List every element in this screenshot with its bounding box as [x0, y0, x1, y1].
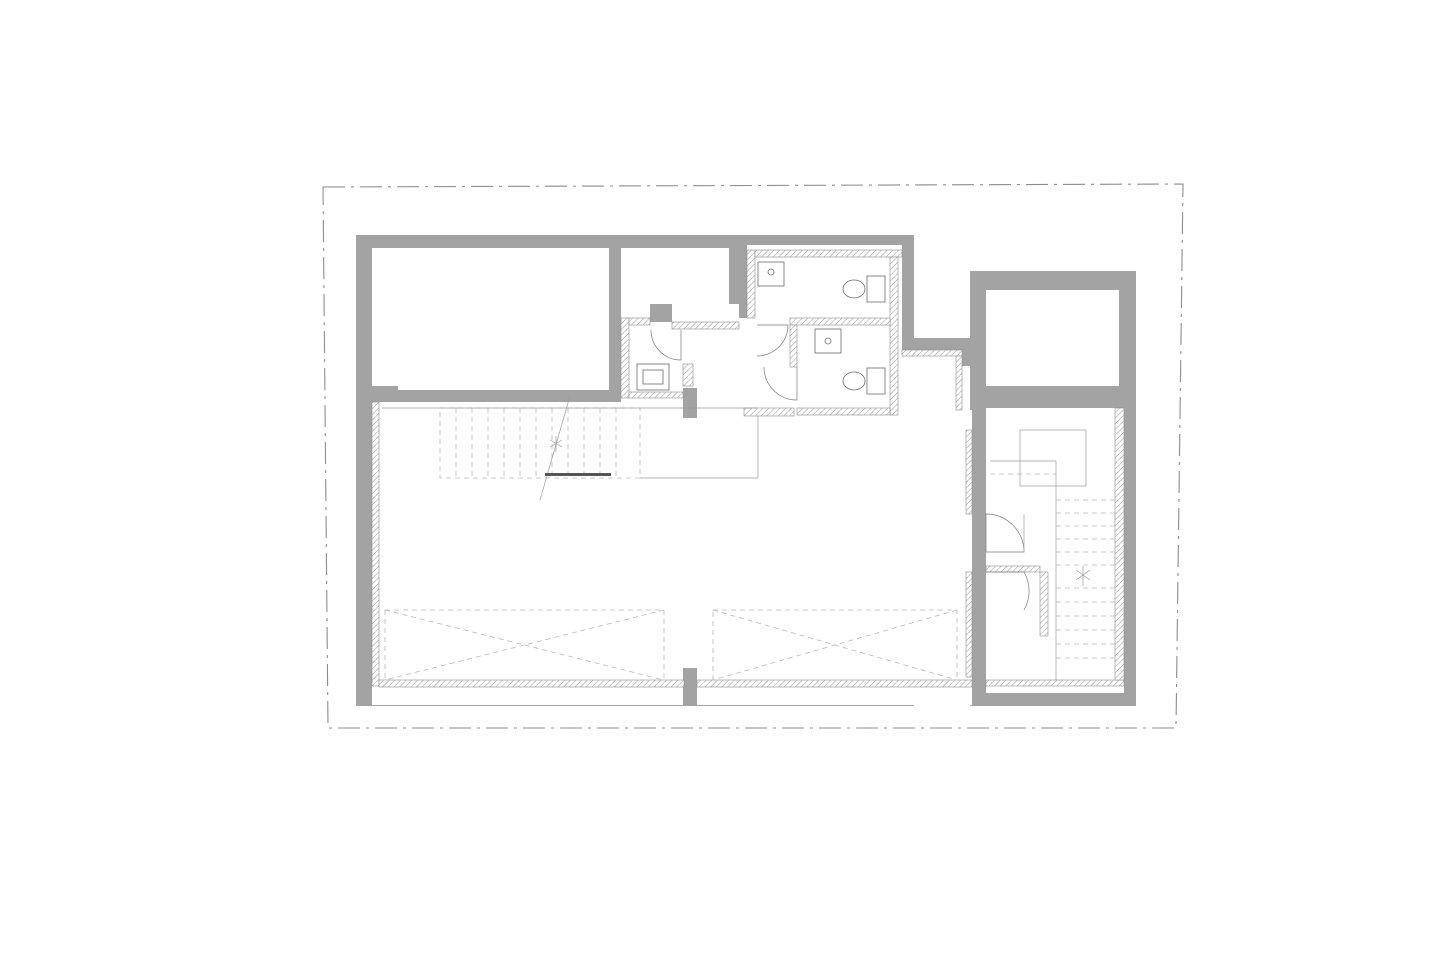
toilet-icon — [866, 367, 886, 395]
toilet-icon — [866, 275, 886, 303]
stair-left — [382, 395, 759, 501]
lining-walls — [371, 249, 1125, 688]
fixtures — [636, 261, 886, 395]
corridor-area — [372, 245, 972, 705]
storage-room-left — [372, 248, 609, 390]
shaft-room-right — [986, 290, 1119, 386]
property-boundary — [322, 183, 1184, 729]
storage-room-small — [621, 248, 729, 304]
doors — [650, 324, 1030, 611]
rooms — [372, 245, 1124, 705]
stair-right — [990, 429, 1115, 680]
void-marks — [384, 609, 958, 681]
interior-walls — [372, 245, 1136, 706]
stair-room-right — [986, 408, 1124, 693]
